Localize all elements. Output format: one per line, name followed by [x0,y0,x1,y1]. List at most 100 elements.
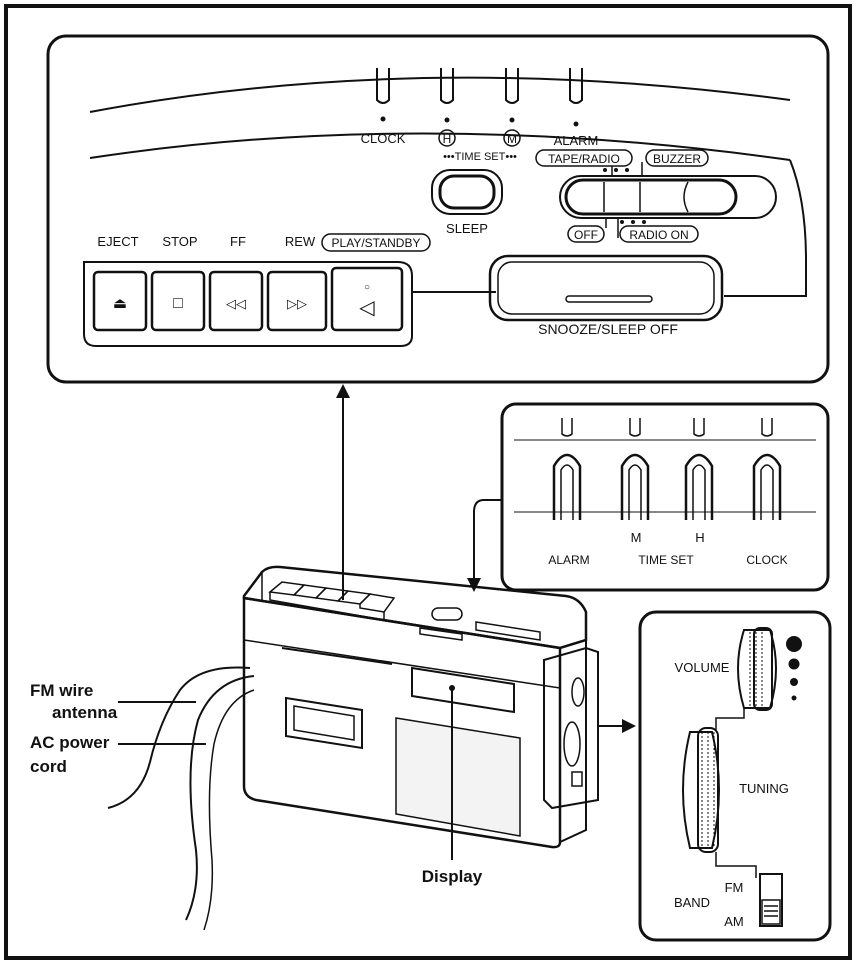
fm-wire-antenna [107,666,251,809]
sleep-button[interactable] [431,169,503,215]
clock-slider-label: CLOCK [361,131,406,146]
rew-label: REW [285,234,316,249]
device-band-switch [571,771,583,787]
stop-label: STOP [162,234,197,249]
stop-button[interactable]: □ [150,270,206,332]
fm-label: FM [725,880,744,895]
device-front-face [242,596,562,849]
off-frame [567,225,605,243]
sleep-label: SLEEP [446,221,488,236]
device-selector [475,621,541,641]
alarm-slider-label: ALARM [554,133,599,148]
eject-label: EJECT [97,234,138,249]
play-standby-frame [321,233,431,252]
selector-ticks-top [611,162,643,176]
stop-icon: □ [173,295,183,312]
minute-circle [503,129,521,147]
am-label: AM [724,914,744,929]
play-triangle-icon: ◁ [359,297,375,319]
mid-slider-minute[interactable] [620,418,650,520]
tape-radio-frame [535,149,633,167]
ff-button[interactable]: ◁◁ [208,270,264,332]
buzzer-label: BUZZER [653,152,701,166]
arrowhead-down-icon [467,578,481,592]
ac-cord-label-2: cord [30,757,67,776]
hour-slider-label: H [443,132,452,146]
standby-dot-icon: ○ [364,282,370,293]
mid-m-label: M [631,530,642,545]
panel-curve-top [89,76,791,113]
eject-icon: ⏏ [113,295,127,312]
top-slider-minute[interactable] [505,68,519,123]
arrowhead-up-icon [336,384,350,398]
device-side-control-panel [543,646,599,810]
device-snooze-key [419,627,463,641]
snooze-label: SNOOZE/SLEEP OFF [538,321,678,337]
time-set-slider-panel: M H ALARM TIME SET CLOCK [500,402,830,592]
device-speaker-grille [395,717,521,837]
radio-cassette-device [242,565,599,849]
device-tuning-wheel [563,721,581,767]
mid-slider-clock[interactable] [752,418,782,520]
ac-power-cord [185,675,255,921]
device-volume-wheel [571,677,585,707]
play-standby-label: PLAY/STANDBY [332,236,421,250]
minute-slider-label: M [507,132,517,146]
device-side-face [559,638,587,844]
tape-radio-label: TAPE/RADIO [548,152,620,166]
mid-slider-alarm[interactable] [552,418,582,520]
volume-level-dot-large [786,636,802,652]
leader-to-mid-panel [473,499,502,578]
device-display-window [411,666,515,714]
radio-on-label: RADIO ON [629,228,688,242]
top-slider-alarm[interactable] [569,68,583,127]
fm-antenna-label-2: antenna [52,703,118,722]
tuning-label: TUNING [739,781,789,796]
fm-antenna-label-1: FM wire [30,681,93,700]
mode-selector-switch[interactable] [559,175,777,219]
device-top-face [242,565,588,650]
top-control-panel: CLOCK H M ALARM •••TIME SET••• TAPE/RADI… [46,34,830,384]
volume-level-dot-medium [788,658,800,670]
band-switch[interactable] [759,873,783,927]
snooze-sleep-off-bar[interactable] [488,254,724,322]
device-tape-keys [268,581,396,621]
mid-time-set-label: TIME SET [638,553,694,567]
play-standby-button[interactable]: ○ ◁ [330,266,404,332]
side-control-panel: VOLUME TUNING FM BAND AM [638,610,832,942]
time-set-label: •••TIME SET••• [443,151,517,163]
side-panel-frame [638,610,832,942]
buzzer-frame [645,149,709,167]
rewind-arrows-icon: ◁◁ [226,296,246,311]
panel-curve-right [724,159,807,297]
panel-curve-mid [89,132,791,161]
hour-circle [438,129,456,147]
tuning-wheel[interactable] [682,727,720,853]
mid-clock-label: CLOCK [746,553,787,567]
mid-h-label: H [695,530,704,545]
arrowhead-right-icon [622,719,636,733]
forward-arrows-icon: ▷▷ [287,296,307,311]
mid-panel-frame [500,402,830,592]
display-label: Display [422,867,483,886]
volume-level-dot-tiny [791,695,797,701]
outer-frame [4,4,852,960]
top-slider-hour[interactable] [440,68,454,123]
top-panel-frame [46,34,830,384]
eject-button[interactable]: ⏏ [92,270,148,332]
mid-slider-hour[interactable] [684,418,714,520]
selector-ticks-bottom [605,218,619,238]
device-sleep-key [431,607,463,621]
volume-level-dot-small [790,678,798,686]
ac-cord-label-1: AC power [30,733,110,752]
radio-on-frame [619,225,699,243]
tape-button-strip [83,261,413,347]
rew-button[interactable]: ▷▷ [266,270,328,332]
ff-label: FF [230,234,246,249]
top-slider-clock[interactable] [376,68,390,122]
volume-wheel[interactable] [737,627,777,711]
volume-label: VOLUME [675,660,730,675]
band-label: BAND [674,895,710,910]
